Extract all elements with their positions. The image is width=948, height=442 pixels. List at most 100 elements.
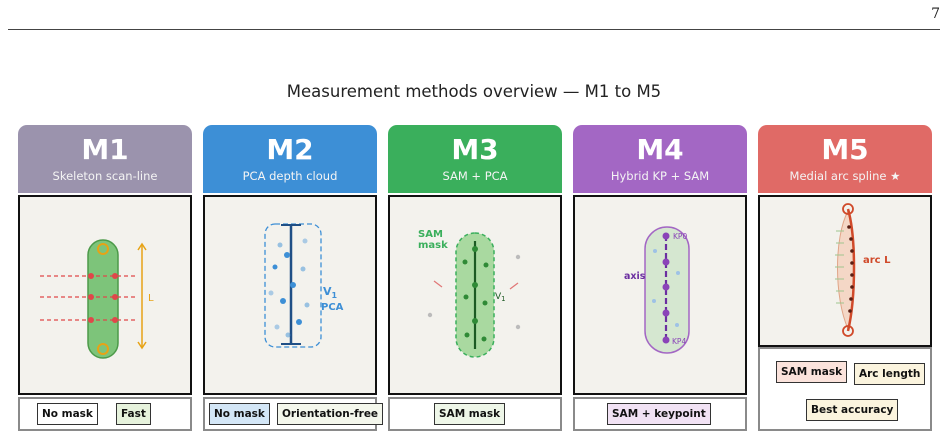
tag-no-mask: No mask <box>209 403 270 425</box>
mask-point <box>472 318 478 324</box>
method-code: M3 <box>451 133 499 166</box>
method-subtitle: PCA depth cloud <box>242 169 338 183</box>
scan-point <box>112 294 118 300</box>
medial-arc <box>846 208 856 332</box>
method-diagram-m3: SAM mask V1 <box>388 195 562 395</box>
method-subtitle: SAM + PCA <box>442 169 508 183</box>
tag-orientation-free: Orientation-free <box>277 403 384 425</box>
method-header-m2: M2 PCA depth cloud <box>203 125 377 193</box>
arc-point <box>850 285 854 289</box>
pca-label: PCA <box>321 302 344 313</box>
depth-point <box>284 252 290 258</box>
mask-point <box>482 300 488 306</box>
depth-point <box>280 298 286 304</box>
mask-label: mask <box>418 240 448 251</box>
endpoint-marker <box>97 243 109 255</box>
v1-label: V1 <box>323 285 338 300</box>
keypoint <box>662 336 670 344</box>
tag-sam-mask: SAM mask <box>776 361 848 383</box>
scan-point <box>112 273 118 279</box>
depth-point <box>300 266 306 272</box>
tag-sam-mask: SAM mask <box>434 403 506 425</box>
arc-point <box>850 249 854 253</box>
arc-endpoint <box>842 325 854 337</box>
arc-point <box>850 273 854 277</box>
axis-label: axis <box>624 271 646 282</box>
v1-label: V1 <box>495 292 506 303</box>
method-column-m3: M3 SAM + PCA SAM mask <box>388 125 562 433</box>
outlier-point <box>427 312 433 318</box>
method-column-m4: M4 Hybrid KP + SAM KP0 KP4 axis <box>573 125 747 433</box>
kp4-label: KP4 <box>672 337 686 346</box>
scan-point <box>88 317 94 323</box>
method-header-m3: M3 SAM + PCA <box>388 125 562 193</box>
method-header-m1: M1 Skeleton scan-line <box>18 125 192 193</box>
scan-point <box>88 273 94 279</box>
sam-label: SAM <box>418 229 443 240</box>
mask-point <box>653 249 657 253</box>
tag-sam-keypoint: SAM + keypoint <box>607 403 711 425</box>
arc-label: arc L <box>863 255 891 266</box>
scan-point <box>88 294 94 300</box>
keypoint <box>662 258 670 266</box>
tag-best-accuracy: Best accuracy <box>806 399 899 421</box>
method-tags-m2: No mask Orientation-free <box>203 397 384 431</box>
mask-point <box>675 323 679 327</box>
method-column-m2: M2 PCA depth cloud V1 P <box>203 125 384 433</box>
depth-point <box>296 319 302 325</box>
method-code: M4 <box>636 133 684 166</box>
method-diagram-m1: L <box>18 195 192 395</box>
outlier-point <box>515 324 521 330</box>
mask-point <box>676 271 680 275</box>
arc-point <box>848 309 852 313</box>
depth-point <box>285 332 291 338</box>
depth-point <box>302 238 308 244</box>
keypoint <box>662 283 670 291</box>
keypoint <box>662 232 670 240</box>
arc-point <box>849 237 853 241</box>
keypoint <box>662 309 670 317</box>
header-rule <box>8 29 940 30</box>
method-subtitle: Hybrid KP + SAM <box>610 169 710 183</box>
method-header-m4: M4 Hybrid KP + SAM <box>573 125 747 193</box>
depth-point <box>304 302 310 308</box>
length-label: L <box>148 293 154 304</box>
depth-point <box>274 324 280 330</box>
arc-point <box>847 225 851 229</box>
page-number: 7 <box>931 6 940 22</box>
tag-arc-length: Arc length <box>854 363 926 385</box>
method-diagram-m4: KP0 KP4 axis <box>573 195 747 395</box>
method-tags-m4: SAM + keypoint <box>573 397 747 431</box>
depth-point <box>268 290 274 296</box>
method-code: M2 <box>266 133 314 166</box>
method-code: M1 <box>81 133 129 166</box>
depth-point <box>272 264 278 270</box>
method-tags-m1: No mask Fast <box>18 397 192 431</box>
method-diagram-m5: arc L <box>758 195 932 347</box>
method-diagram-m2: V1 PCA <box>203 195 377 395</box>
mask-point <box>472 246 478 252</box>
tag-fast: Fast <box>116 403 151 425</box>
outlier-mark <box>433 280 443 288</box>
kp0-label: KP0 <box>673 232 687 241</box>
method-column-m1: M1 Skeleton scan-line L No mask Fast <box>18 125 192 433</box>
arc-point <box>850 261 854 265</box>
tag-no-mask: No mask <box>37 403 98 425</box>
mask-point <box>464 332 470 338</box>
tool-shape <box>87 239 119 359</box>
arc-point <box>849 297 853 301</box>
arc-endpoint <box>842 203 854 215</box>
mask-point <box>472 282 478 288</box>
endpoint-marker <box>97 343 109 355</box>
mask-point <box>481 336 487 342</box>
mask-point <box>483 262 489 268</box>
depth-point <box>277 242 283 248</box>
outlier-mark <box>509 282 519 290</box>
outlier-point <box>515 254 521 260</box>
method-tags-m3: SAM mask <box>388 397 562 431</box>
method-subtitle: Medial arc spline ★ <box>789 169 901 183</box>
figure-title: Measurement methods overview — M1 to M5 <box>286 82 662 101</box>
method-code: M5 <box>821 133 869 166</box>
mask-point <box>652 299 656 303</box>
depth-point <box>290 282 296 288</box>
